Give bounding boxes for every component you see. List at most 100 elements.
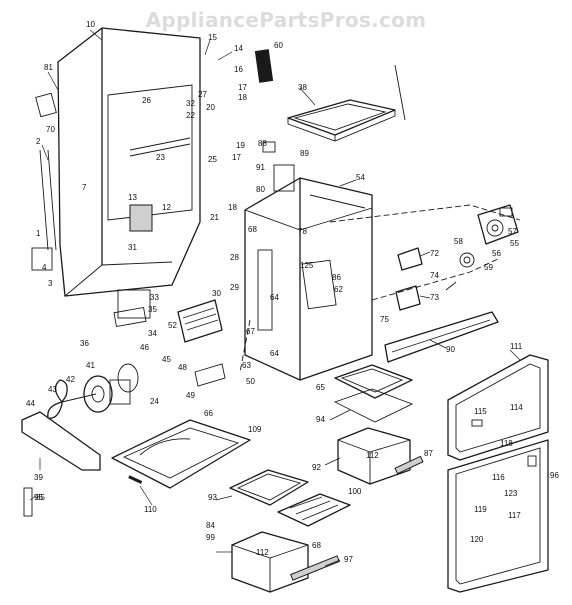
callout: 56 (492, 249, 501, 258)
callout: 32 (186, 99, 195, 108)
callout: 67 (246, 327, 255, 336)
callout: 25 (208, 155, 217, 164)
callout: 52 (168, 321, 177, 330)
callout: 22 (186, 111, 195, 120)
callout: 88 (258, 139, 267, 148)
callout: 109 (248, 425, 262, 434)
callout: 112 (366, 451, 379, 460)
callout: 4 (42, 263, 47, 272)
bracket-73 (395, 285, 421, 311)
callout: 12 (162, 203, 171, 212)
callout: 28 (230, 253, 239, 262)
callout: 26 (142, 96, 151, 105)
callout: 33 (150, 293, 159, 302)
callout: 66 (204, 409, 213, 418)
callout: 38 (298, 83, 307, 92)
cabinet-shell (31, 27, 201, 297)
watermark: AppliancePartsPros.com (145, 8, 427, 32)
callout: 13 (128, 193, 137, 202)
callout-labels: 10 15 14 60 81 70 2 26 32 27 22 23 16 17… (26, 20, 559, 564)
callout: 24 (150, 397, 159, 406)
callout: 14 (234, 44, 243, 53)
callout: 84 (206, 521, 215, 530)
callout: 64 (270, 293, 279, 302)
callout: 1 (36, 229, 41, 238)
fan-motor (47, 363, 139, 419)
callout: 18 (238, 93, 247, 102)
callout: 119 (474, 505, 487, 514)
callout: 65 (316, 383, 325, 392)
callout: 72 (430, 249, 439, 258)
callout: 85 (36, 493, 45, 502)
callout: 50 (246, 377, 255, 386)
callout: 35 (148, 305, 157, 314)
callout: 18 (228, 203, 237, 212)
callout: 55 (510, 239, 519, 248)
callout: 68 (312, 541, 321, 550)
callout: 58 (454, 237, 463, 246)
shelf-38 (287, 99, 396, 142)
callout: 16 (234, 65, 243, 74)
crisper-92 (337, 427, 411, 485)
callout: 20 (206, 103, 215, 112)
callout: 43 (48, 385, 57, 394)
control-housing (273, 164, 295, 192)
callout: 86 (332, 273, 341, 282)
callout: 89 (300, 149, 309, 158)
callout: 95 (34, 493, 43, 502)
callout: 74 (430, 271, 439, 280)
callout: 92 (312, 463, 321, 472)
callout: 23 (156, 153, 165, 162)
callout: 112 (256, 548, 269, 557)
cover-109 (111, 419, 251, 489)
callout: 27 (198, 90, 207, 99)
shelf-93 (229, 469, 309, 506)
callout: 115 (474, 407, 487, 416)
callout: 87 (424, 449, 433, 458)
callout: 68 (248, 225, 257, 234)
bracket-72 (397, 247, 423, 271)
shelf-100 (277, 493, 351, 527)
callout: 125 (300, 261, 314, 270)
part-85 (23, 487, 33, 517)
callout: 90 (446, 345, 455, 354)
callout: 110 (144, 505, 157, 514)
callout: 39 (34, 473, 43, 482)
callout: 21 (210, 213, 219, 222)
callout: 117 (508, 511, 521, 520)
callout: 29 (230, 283, 239, 292)
callout: 97 (344, 555, 353, 564)
callout: 80 (256, 185, 265, 194)
callout: 73 (430, 293, 439, 302)
callout: 120 (470, 535, 484, 544)
callout: 15 (208, 33, 217, 42)
callout: 63 (242, 361, 251, 370)
callout: 49 (186, 391, 195, 400)
fan-assembly (459, 204, 519, 268)
bracket-39 (21, 411, 101, 471)
callout: 42 (66, 375, 75, 384)
callout: 54 (356, 173, 365, 182)
callout: 7 (82, 183, 87, 192)
callout: 19 (236, 141, 245, 150)
door-gaskets (447, 354, 549, 593)
callout: 36 (80, 339, 89, 348)
callout: 31 (128, 243, 137, 252)
callout: 2 (36, 137, 41, 146)
callout: 91 (256, 163, 265, 172)
callout: 45 (162, 355, 171, 364)
callout: 62 (334, 285, 343, 294)
callout: 78 (298, 227, 307, 236)
callout: 81 (44, 63, 53, 72)
crisper-lower (231, 531, 309, 593)
callout: 114 (510, 403, 523, 412)
callout: 44 (26, 399, 35, 408)
callout: 75 (380, 315, 389, 324)
callout: 70 (46, 125, 55, 134)
callout: 96 (550, 471, 559, 480)
callout: 41 (86, 361, 95, 370)
leader-lines (29, 29, 521, 567)
panel-60 (254, 49, 274, 83)
